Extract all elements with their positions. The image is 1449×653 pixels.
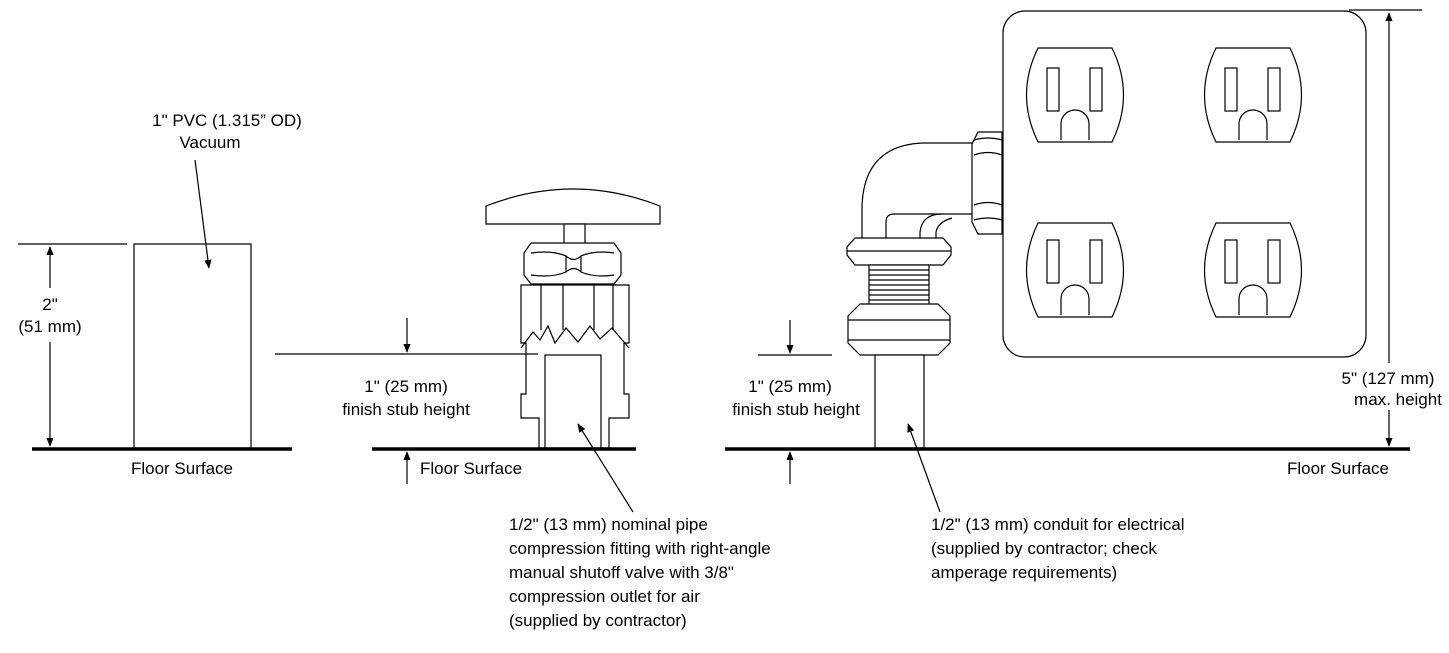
vacuum-leader-arrow (194, 159, 212, 269)
electrical-stub-line1: 1" (25 mm) (748, 377, 832, 396)
electrical-desc-line2: (supplied by contractor; check (931, 539, 1157, 558)
vacuum-height-line2: (51 mm) (18, 317, 81, 336)
electrical-desc-line3: amperage requirements) (931, 563, 1117, 582)
packing-nut-detail (530, 251, 615, 277)
vacuum-section: 2" (51 mm) 1" PVC (1.315” OD) Vacuum Flo… (18, 111, 302, 478)
electrical-floor-label: Floor Surface (1287, 459, 1389, 478)
electrical-stub-line2: finish stub height (732, 400, 860, 419)
receptacle-top-left (1025, 47, 1125, 143)
air-stub-line1: 1" (25 mm) (364, 377, 448, 396)
electrical-leader-arrow (907, 423, 941, 513)
vacuum-label-line1: 1" PVC (1.315” OD) (152, 111, 302, 130)
vacuum-height-line1: 2" (42, 295, 58, 314)
air-section: 1" (25 mm) finish stub height Floor Surf… (275, 188, 771, 630)
max-height-line2: max. height (1354, 390, 1442, 409)
air-desc-line3: manual shutoff valve with 3/8" (509, 563, 734, 582)
air-floor-label: Floor Surface (420, 459, 522, 478)
valve-handle (485, 188, 661, 225)
box-locknut-detail (973, 137, 1003, 221)
max-height-line1: 5" (127 mm) (1342, 369, 1435, 388)
box-locknut (971, 131, 1003, 235)
air-desc-line1: 1/2" (13 mm) nominal pipe (509, 515, 708, 534)
receptacle-bottom-right (1203, 222, 1303, 318)
electrical-desc-line1: 1/2" (13 mm) conduit for electrical (931, 515, 1185, 534)
air-desc-line4: compression outlet for air (509, 587, 700, 606)
air-desc-line5: (supplied by contractor) (509, 611, 687, 630)
air-pipe-stub (544, 354, 602, 449)
packing-nut (523, 242, 622, 285)
air-desc-line2: compression fitting with right-angle (509, 539, 771, 558)
lower-nut (847, 303, 951, 356)
electrical-section: 1" (25 mm) finish stub height 5" (127 mm… (725, 9, 1442, 582)
receptacle-bottom-left (1025, 222, 1125, 318)
conduit-stub (874, 354, 925, 449)
vacuum-floor-label: Floor Surface (131, 459, 233, 478)
pvc-pipe (133, 243, 252, 449)
air-stub-line2: finish stub height (342, 400, 470, 419)
air-leader-arrow (577, 423, 634, 513)
conduit-elbow (861, 142, 975, 240)
valve-break-line (520, 324, 630, 349)
conduit-elbow-end (919, 213, 953, 240)
thread-lines (869, 269, 929, 301)
vacuum-label-line2: Vacuum (179, 133, 240, 152)
receptacle-top-right (1203, 47, 1303, 143)
